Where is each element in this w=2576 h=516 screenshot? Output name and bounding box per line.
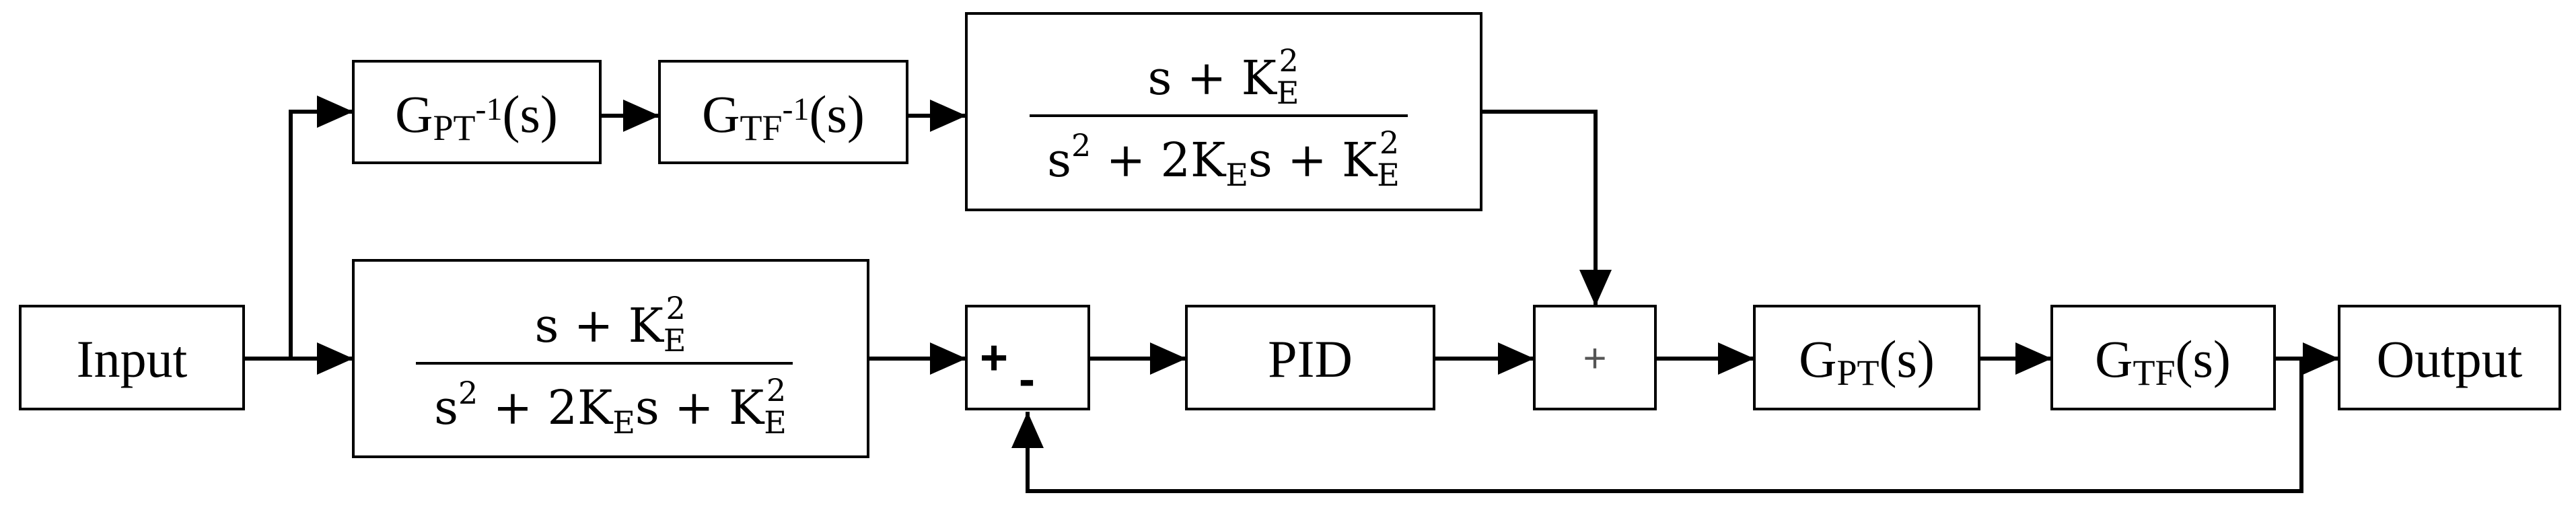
- input-label: Input: [77, 330, 188, 388]
- gtf-block: GTF(s): [2050, 305, 2276, 410]
- wire-branch-to-inv-pt: [289, 96, 353, 359]
- inverse-gpt-label: GPT-1(s): [395, 85, 558, 148]
- error-sum-plus: +: [980, 331, 1008, 385]
- ref-filter-denominator: s2 + 2KEs + KE2: [434, 372, 787, 441]
- reference-filter-block: s + KE2 s2 + 2KEs + KE2: [352, 259, 869, 458]
- pid-label: PID: [1268, 330, 1353, 388]
- ff-sum-plus: +: [1583, 336, 1606, 381]
- gpt-label: GPT(s): [1799, 330, 1935, 393]
- pid-block: PID: [1185, 305, 1435, 410]
- inverse-gtf-block: GTF-1(s): [658, 60, 908, 164]
- output-label: Output: [2377, 330, 2523, 388]
- feedforward-filter-block: s + KE2 s2 + 2KEs + KE2: [965, 12, 1482, 211]
- error-sum-minus: -: [1019, 353, 1035, 406]
- gpt-block: GPT(s): [1753, 305, 1980, 410]
- ref-filter-numerator: s + KE2: [535, 290, 686, 359]
- signal-lines: [244, 96, 2339, 493]
- ff-filter-numerator: s + KE2: [1148, 42, 1299, 111]
- feedforward-summing-junction: +: [1533, 305, 1657, 410]
- wire-top-filter-to-ff-sum: [1481, 110, 1612, 306]
- error-summing-junction: + -: [965, 305, 1090, 410]
- gtf-label: GTF(s): [2095, 330, 2231, 393]
- ff-filter-denominator: s2 + 2KEs + KE2: [1047, 124, 1400, 193]
- output-block: Output: [2338, 305, 2561, 410]
- inverse-gtf-label: GTF-1(s): [702, 85, 865, 148]
- input-block: Input: [19, 305, 245, 410]
- wire-feedback: [1011, 359, 2303, 493]
- inverse-gpt-block: GPT-1(s): [352, 60, 602, 164]
